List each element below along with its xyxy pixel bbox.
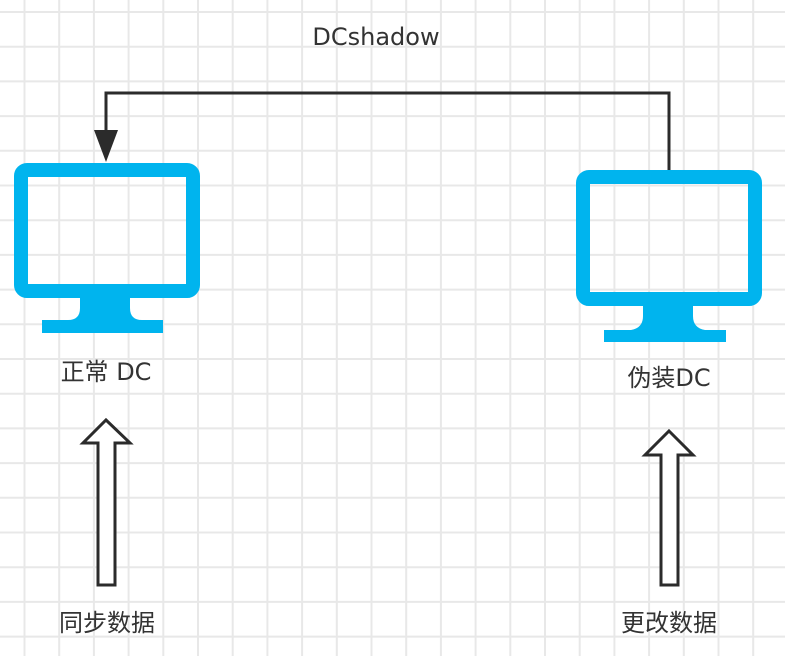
dcshadow-label: DCshadow	[312, 23, 440, 51]
monitor-screen	[576, 170, 762, 306]
sync-data-arrow-icon[interactable]	[79, 417, 134, 587]
normal-dc-monitor-icon[interactable]	[14, 163, 200, 333]
change-data-arrow-icon[interactable]	[641, 428, 697, 587]
monitor-screen	[14, 163, 200, 298]
connector-arrowhead-icon	[94, 130, 118, 162]
monitor-stand	[604, 304, 726, 342]
normal-dc-label: 正常 DC	[60, 358, 152, 386]
fake-dc-monitor-icon[interactable]	[576, 170, 762, 342]
monitor-stand	[42, 296, 163, 333]
fake-dc-label: 伪装DC	[627, 364, 711, 392]
change-data-label: 更改数据	[621, 609, 717, 637]
dcshadow-connector-line[interactable]	[104, 91, 671, 170]
sync-data-label: 同步数据	[59, 609, 155, 637]
